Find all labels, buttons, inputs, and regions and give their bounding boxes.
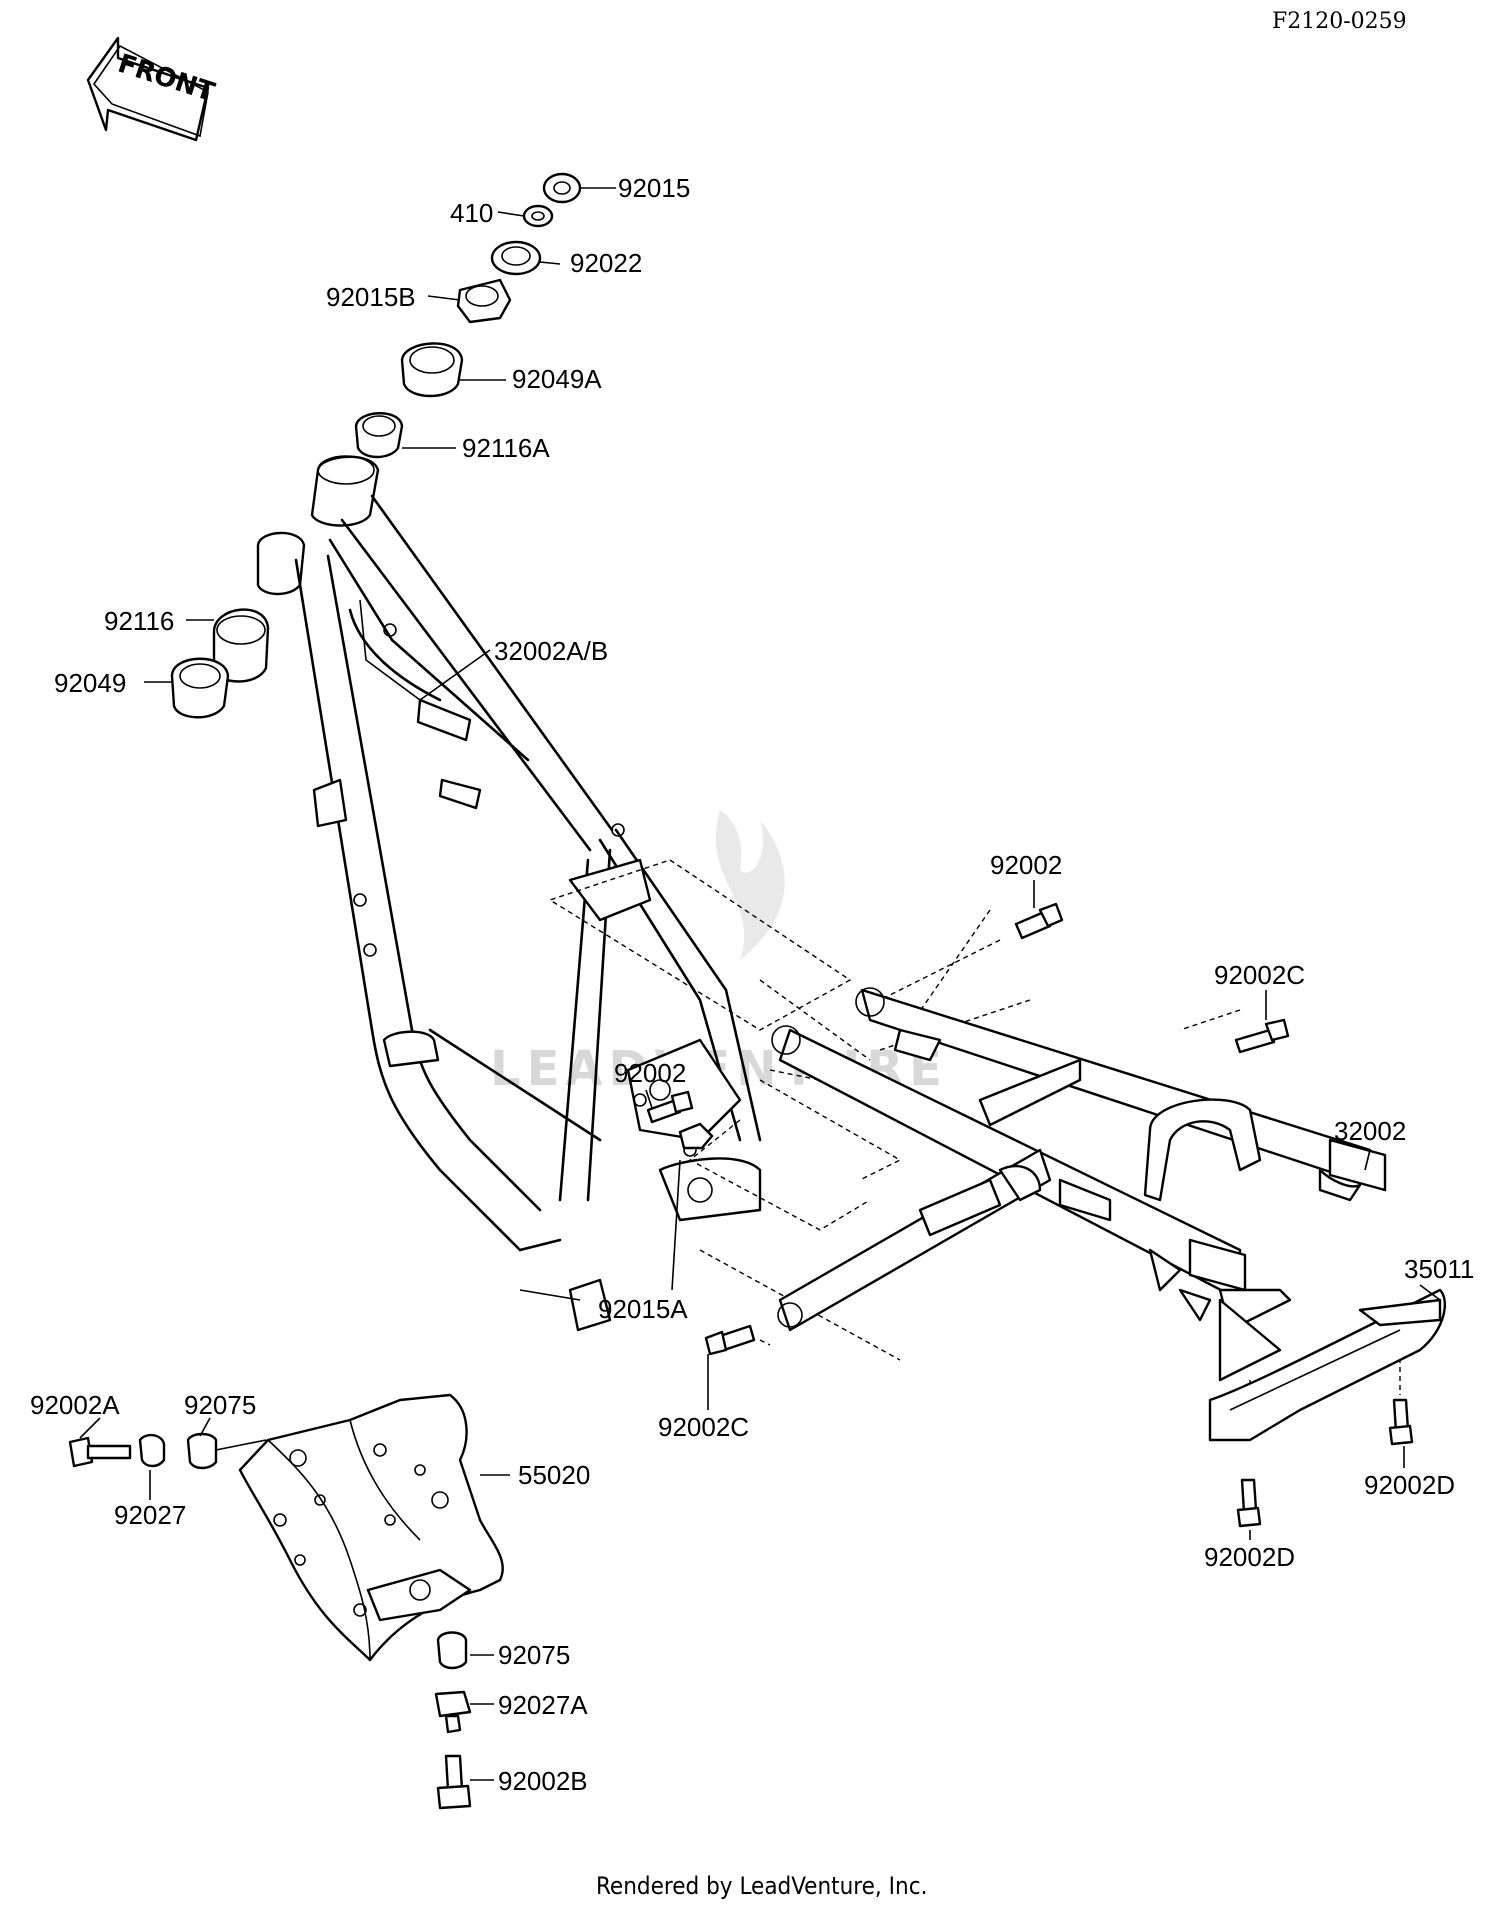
label-92116a[interactable]: 92116A — [462, 433, 550, 463]
label-55020[interactable]: 55020 — [518, 1460, 590, 1490]
assembly-guides — [548, 859, 1401, 1440]
label-92002d-bottom[interactable]: 92002D — [1204, 1542, 1295, 1572]
label-92002d-right[interactable]: 92002D — [1364, 1470, 1455, 1500]
label-92002c-bottom[interactable]: 92002C — [658, 1412, 749, 1442]
label-92027[interactable]: 92027 — [114, 1500, 186, 1530]
leadventure-watermark-icon: LEADVENTURE — [490, 810, 942, 1097]
label-92002a[interactable]: 92002A — [30, 1390, 120, 1420]
skid-plate-55020 — [238, 1393, 504, 1662]
chain-guard-35011 — [1208, 1288, 1447, 1442]
main-frame — [256, 455, 762, 1332]
label-410[interactable]: 410 — [450, 198, 493, 228]
label-35011[interactable]: 35011 — [1404, 1254, 1474, 1284]
leader-lines — [79, 187, 1441, 1781]
label-92027a[interactable]: 92027A — [498, 1690, 588, 1720]
label-92002-top[interactable]: 92002 — [990, 850, 1062, 880]
label-92015[interactable]: 92015 — [618, 173, 690, 203]
label-92075-top[interactable]: 92075 — [184, 1390, 256, 1420]
label-32002[interactable]: 32002 — [1334, 1116, 1406, 1146]
label-92116[interactable]: 92116 — [104, 606, 174, 636]
label-92002b[interactable]: 92002B — [498, 1766, 588, 1796]
part-labels: 92015 410 92022 92015B 92049A 92116A 921… — [30, 173, 1474, 1796]
label-92015a[interactable]: 92015A — [598, 1294, 688, 1324]
label-92002c-top[interactable]: 92002C — [1214, 960, 1305, 990]
label-92002-mid[interactable]: 92002 — [614, 1058, 686, 1088]
skid-plate-hardware — [68, 1432, 472, 1810]
front-arrow-icon: FRONT — [86, 36, 218, 142]
label-92049[interactable]: 92049 — [54, 668, 126, 698]
label-92075-bottom[interactable]: 92075 — [498, 1640, 570, 1670]
footer-credit: Rendered by LeadVenture, Inc. — [596, 1872, 927, 1900]
label-92049a[interactable]: 92049A — [512, 364, 602, 394]
label-32002ab[interactable]: 32002A/B — [494, 636, 608, 666]
label-92015b[interactable]: 92015B — [326, 282, 416, 312]
rear-subframe — [771, 987, 1387, 1382]
lower-bearings — [170, 608, 270, 719]
label-92022[interactable]: 92022 — [570, 248, 642, 278]
bolt-parts — [646, 902, 1414, 1528]
diagram-code: F2120-0259 — [1272, 9, 1407, 34]
